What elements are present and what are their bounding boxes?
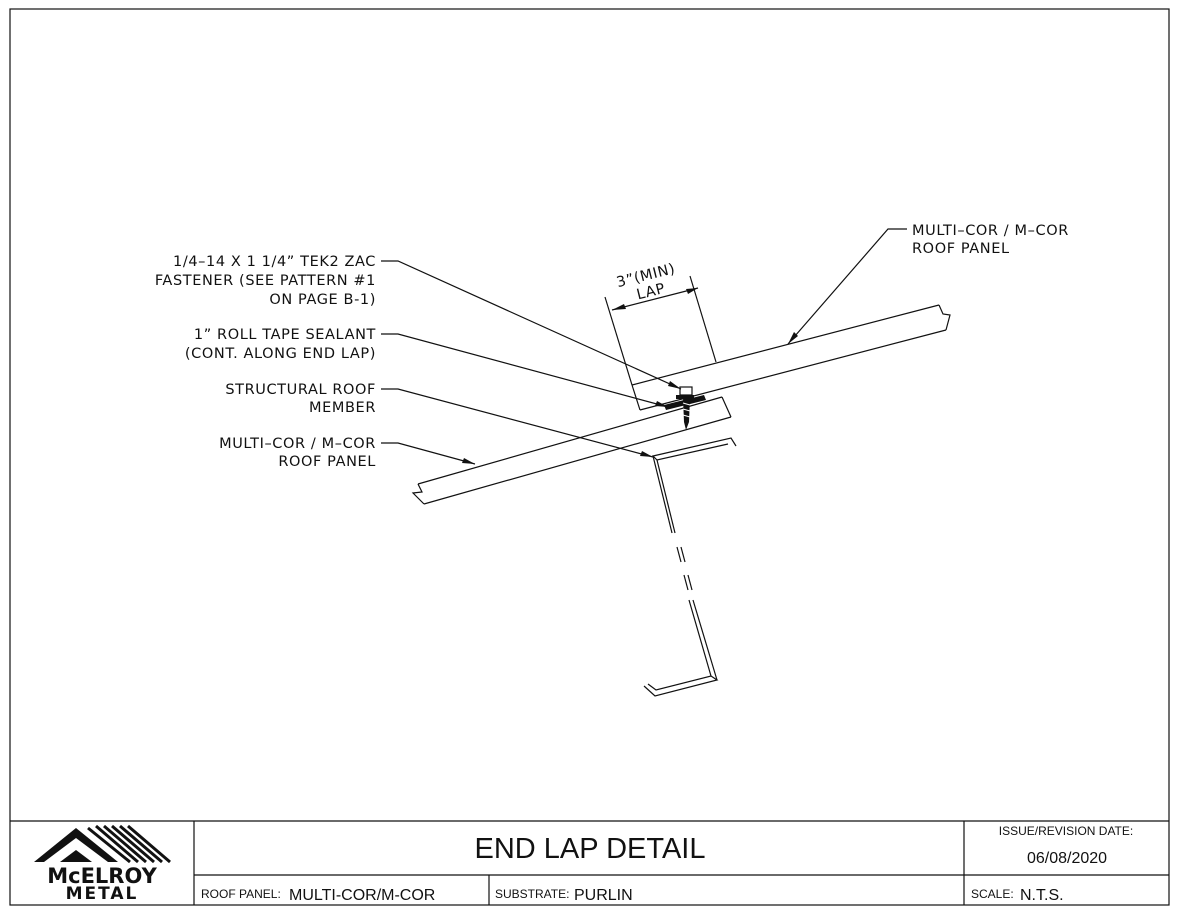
callout-lower-panel-line2: ROOF PANEL xyxy=(278,454,376,470)
lap-dimension: 3”(MIN) LAP xyxy=(604,261,717,386)
structural-roof-member xyxy=(643,437,737,697)
callout-upper-panel: MULTI–COR / M–COR ROOF PANEL xyxy=(787,223,1069,345)
callout-sealant: 1” ROLL TAPE SEALANT (CONT. ALONG END LA… xyxy=(185,327,669,408)
callout-fastener-line1: 1/4–14 X 1 1/4” TEK2 ZAC xyxy=(173,254,376,270)
callout-fastener-line3: ON PAGE B-1) xyxy=(269,292,376,308)
callout-fastener-line2: FASTENER (SEE PATTERN #1 xyxy=(155,273,376,289)
end-lap-detail-drawing: 3”(MIN) LAP xyxy=(411,261,951,697)
lap-dimension-line2: LAP xyxy=(635,281,667,304)
scale-label: SCALE: xyxy=(971,887,1014,901)
callout-lower-panel: MULTI–COR / M–COR ROOF PANEL xyxy=(219,436,476,470)
callout-structural-line2: MEMBER xyxy=(309,400,376,416)
substrate-value: PURLIN xyxy=(574,887,633,904)
logo-text-metal: METAL xyxy=(66,884,139,904)
tek-fastener xyxy=(676,386,694,430)
drawing-title: END LAP DETAIL xyxy=(474,833,705,865)
callout-sealant-line1: 1” ROLL TAPE SEALANT xyxy=(194,327,376,343)
sheet-border xyxy=(9,8,1170,906)
substrate-label: SUBSTRATE: xyxy=(495,887,569,901)
callout-lower-panel-line1: MULTI–COR / M–COR xyxy=(219,436,376,452)
mcelroy-metal-logo: McELROY METAL xyxy=(34,824,171,904)
issue-date-value: 06/08/2020 xyxy=(1027,850,1107,867)
callout-structural-member: STRUCTURAL ROOF MEMBER xyxy=(225,382,654,458)
lower-roof-panel xyxy=(411,396,732,505)
title-block: McELROY METAL END LAP DETAIL ISSUE/REVIS… xyxy=(10,820,1169,905)
roof-panel-label: ROOF PANEL: xyxy=(201,887,281,901)
scale-value: N.T.S. xyxy=(1020,887,1064,904)
callout-structural-line1: STRUCTURAL ROOF xyxy=(225,382,376,398)
roof-panel-value: MULTI-COR/M-COR xyxy=(289,887,435,904)
callout-upper-panel-line2: ROOF PANEL xyxy=(912,241,1010,257)
callout-sealant-line2: (CONT. ALONG END LAP) xyxy=(185,346,376,362)
callout-fastener: 1/4–14 X 1 1/4” TEK2 ZAC FASTENER (SEE P… xyxy=(155,254,682,390)
logo-text-mcelroy: McELROY xyxy=(47,864,157,888)
callout-upper-panel-line1: MULTI–COR / M–COR xyxy=(912,223,1069,239)
issue-date-label: ISSUE/REVISION DATE: xyxy=(999,824,1133,838)
